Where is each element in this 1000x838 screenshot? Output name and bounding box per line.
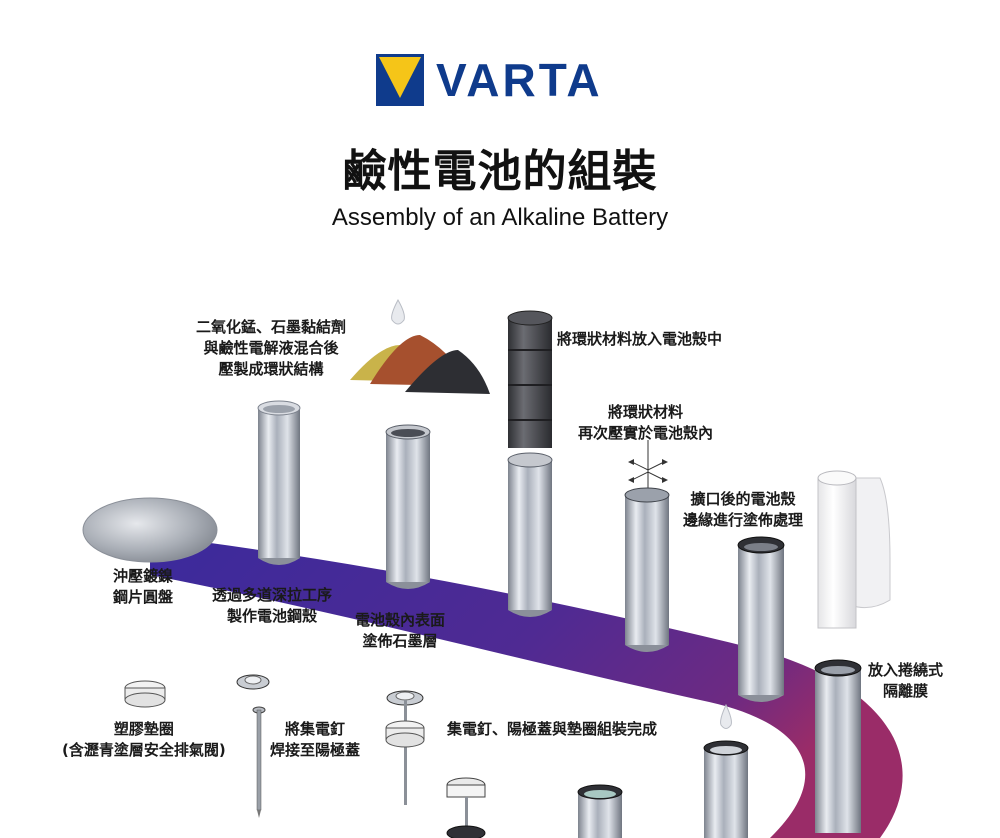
label-line: 二氧化錳、石墨黏結劑 (196, 318, 347, 336)
step-label-flare: 擴口後的電池殼 邊緣進行塗佈處理 (683, 489, 803, 531)
plastic-gasket (124, 680, 166, 708)
nickel-steel-disc (82, 497, 218, 563)
assembled-closure (385, 690, 425, 805)
step-label-gasket: 塑膠墊圈 (含瀝青塗層安全排氣閥) (62, 719, 226, 761)
step-label-insert-rings: 將環狀材料放入電池殼中 (557, 329, 722, 350)
closure-on-can (446, 777, 486, 838)
steel-can-deep-drawn (257, 400, 301, 565)
label-line: 鋼片圓盤 (113, 588, 174, 606)
page-subtitle: Assembly of an Alkaline Battery (331, 204, 669, 231)
label-line: 集電釘、陽極蓋與墊圈組裝完成 (447, 720, 658, 738)
label-line: 與鹼性電解液混合後 (203, 339, 339, 357)
powder-piles (350, 298, 490, 394)
conveyor-band (150, 535, 903, 838)
label-line: 塗佈石墨層 (362, 632, 438, 650)
label-line: 隔離膜 (883, 682, 929, 700)
step-label-separator: 放入捲繞式 隔離膜 (868, 660, 943, 702)
page-title: 鹼性電池的組裝 (342, 146, 658, 197)
compress-arrows-icon (628, 440, 668, 490)
anode-cap (236, 674, 270, 690)
label-line: 擴口後的電池殼 (690, 490, 796, 508)
label-line: 電池殼內表面 (355, 611, 446, 629)
steel-can-anode (577, 784, 623, 838)
step-label-disc: 沖壓鍍鎳 鋼片圓盤 (113, 566, 173, 608)
step-label-mix: 二氧化錳、石墨黏結劑 與鹼性電解液混合後 壓製成環狀結構 (196, 317, 346, 380)
label-line: (含瀝青塗層安全排氣閥) (62, 741, 226, 759)
steel-can-graphite (385, 424, 431, 589)
current-collector-nail (252, 706, 266, 818)
label-line: 製作電池鋼殼 (227, 607, 318, 625)
step-label-graphite: 電池殼內表面 塗佈石墨層 (355, 610, 445, 652)
label-line: 將環狀材料放入電池殼中 (557, 330, 723, 348)
steel-can-compressed (624, 487, 670, 652)
step-label-recompress: 將環狀材料 再次壓實於電池殼內 (578, 402, 713, 444)
label-line: 沖壓鍍鎳 (113, 567, 174, 585)
label-line: 焊接至陽極蓋 (270, 741, 361, 759)
label-line: 再次壓實於電池殼內 (578, 424, 714, 442)
label-line: 將集電釘 (285, 720, 346, 738)
brand-name: VARTA (436, 54, 603, 106)
step-label-deep-draw: 透過多道深拉工序 製作電池鋼殼 (212, 585, 332, 627)
label-line: 將環狀材料 (608, 403, 684, 421)
label-line: 壓製成環狀結構 (218, 360, 324, 378)
separator-roll (817, 470, 891, 629)
label-line: 塑膠墊圈 (113, 720, 174, 738)
label-line: 透過多道深拉工序 (212, 586, 333, 604)
step-label-assembled: 集電釘、陽極蓋與墊圈組裝完成 (447, 719, 657, 740)
varta-v-mark-icon (376, 54, 424, 106)
steel-can-electrolyte (703, 703, 749, 838)
steel-can-flared (737, 536, 785, 702)
steel-can-with-rings (507, 452, 553, 617)
cathode-rings (507, 310, 553, 448)
label-line: 放入捲繞式 (868, 661, 944, 679)
step-label-weld: 將集電釘 焊接至陽極蓋 (270, 719, 360, 761)
label-line: 邊緣進行塗佈處理 (683, 511, 804, 529)
steel-can-separator (814, 659, 862, 833)
